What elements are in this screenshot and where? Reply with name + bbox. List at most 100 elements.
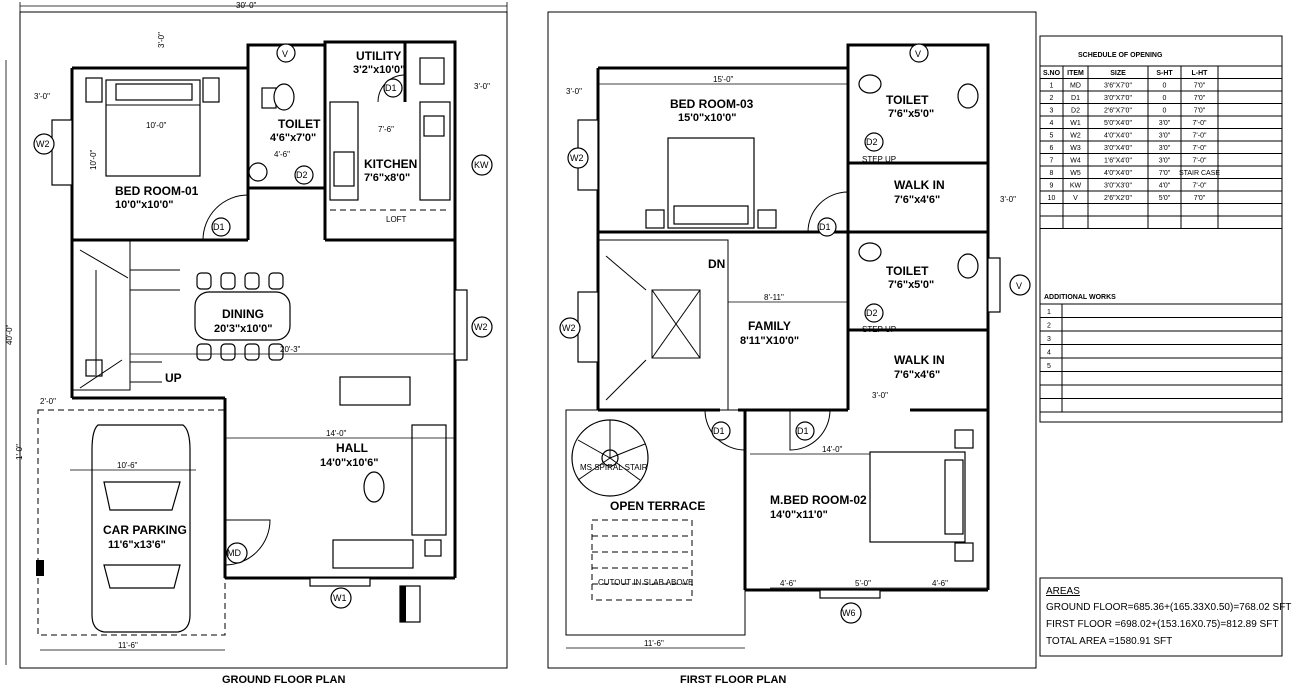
schedule-cell: 3'0" [1159, 133, 1171, 140]
schedule-cell: 8 [1050, 170, 1054, 177]
door-tag-d1-mbed: D1 [797, 426, 809, 436]
schedule-cell: 7'-0" [1193, 133, 1207, 140]
additional-works-row-number: 3 [1047, 336, 1051, 343]
room-hall-name: HALL [336, 441, 368, 455]
door-tag-d1-terrace: D1 [713, 426, 725, 436]
schedule-cell: 3'6"X7'0" [1104, 83, 1132, 90]
room-bedroom-01-name: BED ROOM-01 [115, 184, 199, 198]
door-tag-d1-utility: D1 [385, 83, 397, 93]
door-tag-d2-toilet: D2 [296, 170, 308, 180]
areas-title: AREAS [1046, 586, 1080, 597]
mbed-dim-left: 4'-6" [780, 579, 796, 588]
schedule-cell: 3'0" [1159, 120, 1171, 127]
room-car-parking-size: 11'6"x13'6" [108, 539, 166, 551]
ventilator-tag-gf: V [282, 49, 288, 59]
room-dining-name: DINING [222, 307, 264, 321]
ground-floor-plan: 30'-0" 40'-0" 10'-0" 10'-0" BED ROOM-01 [5, 1, 508, 686]
ff-left-offset-dim: 3'-0" [566, 87, 582, 96]
ground-floor-caption: GROUND FLOOR PLAN [222, 674, 345, 686]
dining-width-dim: 20'-3" [280, 345, 301, 354]
room-toilet-ff1-size: 7'6"x5'0" [888, 108, 934, 120]
schedule-cell: 7'0" [1194, 83, 1206, 90]
door-tag-d1-bedroom: D1 [213, 222, 225, 232]
schedule-header-cell: S-HT [1156, 70, 1173, 77]
window-tag-kw: KW [474, 160, 489, 170]
schedule-cell: 7'0" [1194, 108, 1206, 115]
schedule-cell: 3'0"X7'0" [1104, 95, 1132, 102]
step-up-label-1: STEP UP [862, 155, 896, 164]
schedule-cell: W2 [1070, 133, 1081, 140]
room-kitchen-name: KITCHEN [364, 157, 417, 171]
schedule-cell: 0 [1163, 83, 1167, 90]
schedule-cell: 0 [1163, 95, 1167, 102]
schedule-cell: 7 [1050, 158, 1054, 165]
schedule-cell: 6 [1050, 145, 1054, 152]
schedule-cell: 4'0"X4'0" [1104, 133, 1132, 140]
window-tag-w2-gf: W2 [36, 139, 50, 149]
schedule-header-cell: L-HT [1192, 70, 1209, 77]
walk-in-gap-dim: 3'-0" [872, 391, 888, 400]
schedule-cell: 2'6"X7'0" [1104, 108, 1132, 115]
room-toilet-gf-size: 4'6"x7'0" [270, 132, 316, 144]
schedule-cell: 7'0" [1194, 95, 1206, 102]
schedule-cell: W3 [1070, 145, 1081, 152]
schedule-cell: D2 [1071, 108, 1080, 115]
window-tag-w2-family: W2 [562, 323, 576, 333]
areas-first-floor: FIRST FLOOR =698.02+(153.16X0.75)=812.89… [1046, 619, 1278, 630]
areas-total: TOTAL AREA =1580.91 SFT [1046, 636, 1172, 647]
schedule-cell: 7'-0" [1193, 145, 1207, 152]
schedule-cell: 1 [1050, 83, 1054, 90]
bedroom-03-width-dim: 15'-0" [713, 75, 734, 84]
parking-side-dim: 1'-0" [15, 444, 24, 460]
first-floor-frame [547, 11, 1037, 669]
room-bedroom-01-size: 10'0"x10'0" [115, 199, 174, 211]
room-utility-size: 3'2"x10'0" [353, 64, 405, 76]
ventilator-tag-ff-right: V [1016, 281, 1022, 291]
right-offset-dim: 3'-0" [474, 82, 490, 91]
schedule-cell: 9 [1050, 183, 1054, 190]
schedule-grid [1040, 65, 1282, 229]
room-hall-size: 14'0"x10'6" [320, 457, 379, 469]
schedule-cell: 3'0"X3'0" [1104, 183, 1132, 190]
additional-works-row-number: 5 [1047, 363, 1051, 370]
schedule-cell: 7'-0" [1193, 158, 1207, 165]
schedule-cell: 1'6"X4'0" [1104, 158, 1132, 165]
room-toilet-ff2-size: 7'6"x5'0" [888, 279, 934, 291]
terrace-width-dim: 11'-6" [644, 639, 664, 648]
schedule-cell: D1 [1071, 95, 1080, 102]
schedule-cell: 7'0" [1159, 170, 1171, 177]
schedule-cell: 4'0"X4'0" [1104, 170, 1132, 177]
overall-depth-dim: 40'-0" [5, 324, 14, 345]
schedule-cell: 7'0" [1194, 195, 1206, 202]
room-bedroom-03-name: BED ROOM-03 [670, 97, 754, 111]
schedule-cell: W5 [1070, 170, 1081, 177]
door-tag-d2-ff2: D2 [866, 308, 878, 318]
schedule-cell: W4 [1070, 158, 1081, 165]
room-toilet-ff2-name: TOILET [886, 264, 929, 278]
bedroom-01-width-dim: 10'-0" [146, 121, 167, 130]
left-offset-dim: 3'-0" [34, 92, 50, 101]
areas-ground-floor: GROUND FLOOR=685.36+(165.33X0.50)=768.02… [1046, 602, 1291, 613]
schedule-cell: 3'0" [1159, 145, 1171, 152]
schedule-cell: 0 [1163, 108, 1167, 115]
room-toilet-ff1-name: TOILET [886, 93, 929, 107]
mbed-dim-mid: 5'-0" [855, 579, 871, 588]
schedule-cell: 5'0"X4'0" [1104, 120, 1132, 127]
schedule-cell: W1 [1070, 120, 1081, 127]
schedule-cell: 3'0"X4'0" [1104, 145, 1132, 152]
window-tag-w2-hall: W2 [474, 322, 488, 332]
additional-works-row-number: 2 [1047, 323, 1051, 330]
first-floor-plan: 15'-0" BED ROOM-03 15'0"x10'0" W2 3'-0" … [547, 11, 1037, 686]
schedule-cell: KW [1070, 183, 1082, 190]
toilet-width-dim: 4'-6" [274, 150, 290, 159]
schedule-cell: V [1073, 195, 1078, 202]
window-tag-w1: W1 [333, 593, 347, 603]
kitchen-width-dim: 7'-6" [378, 125, 394, 134]
parking-bottom-dim: 11'-6" [118, 641, 138, 650]
schedule-cell: 3'0" [1159, 158, 1171, 165]
door-tag-d1-bedroom-03: D1 [819, 222, 831, 232]
stair-down-label: DN [708, 257, 725, 271]
